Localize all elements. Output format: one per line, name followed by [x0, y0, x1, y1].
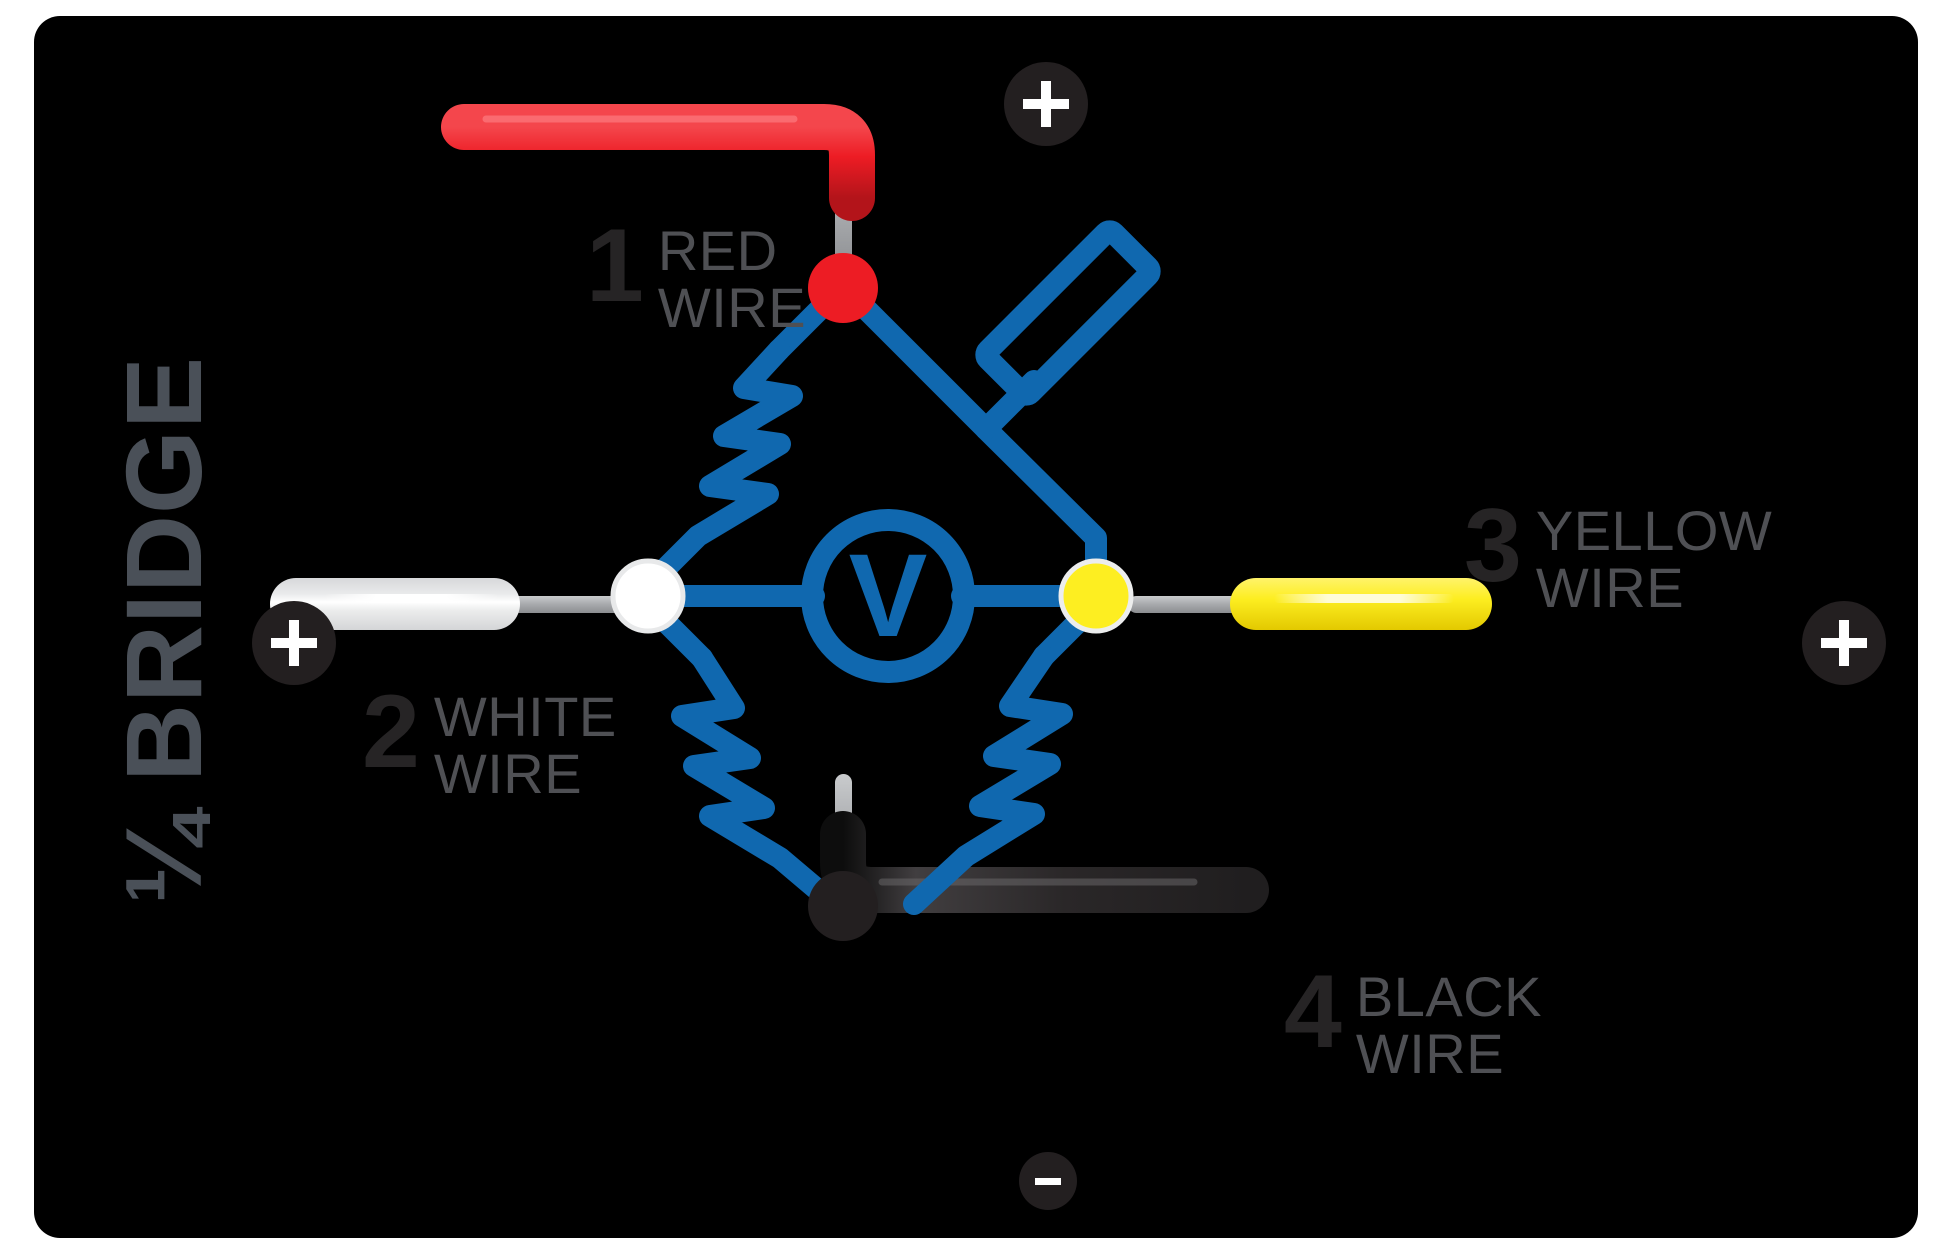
label-wire-4: 4 BLACK WIRE — [1284, 954, 1542, 1082]
label-wire-2: 2 WHITE WIRE — [362, 674, 617, 802]
terminal-positive-right[interactable] — [1802, 601, 1886, 685]
plus-icon — [271, 620, 317, 666]
resistor-bottom-right — [903, 645, 1073, 915]
white-wire-body — [270, 578, 520, 630]
bridge-schematic: V — [270, 104, 1492, 941]
plus-icon — [1023, 81, 1069, 127]
white-wire-highlight — [324, 594, 499, 603]
white-node — [610, 558, 686, 634]
label-1-line2: WIRE — [657, 276, 807, 340]
label-3-line2: WIRE — [1535, 556, 1685, 620]
red-wire-body — [441, 104, 875, 221]
yellow-node — [1058, 558, 1134, 634]
label-2-text: WHITE WIRE — [434, 688, 617, 802]
label-2-number: 2 — [362, 674, 420, 790]
yellow-wire-tip — [1128, 596, 1258, 613]
wire-black — [820, 774, 1269, 913]
black-node — [808, 871, 878, 941]
resistor-top-left — [637, 339, 803, 597]
label-1-line1: RED — [657, 219, 778, 282]
label-2-line1: WHITE — [433, 685, 617, 748]
wire-white — [270, 578, 626, 630]
minus-icon — [1035, 1178, 1061, 1185]
plus-icon — [1821, 620, 1867, 666]
label-4-number: 4 — [1284, 954, 1342, 1070]
label-wire-1: 1 RED WIRE — [586, 208, 806, 336]
voltmeter-circle — [801, 509, 975, 683]
red-node — [808, 253, 878, 323]
terminal-positive-left[interactable] — [252, 601, 336, 685]
label-3-line1: YELLOW — [1535, 499, 1773, 562]
label-wire-3: 3 YELLOW WIRE — [1464, 488, 1772, 616]
voltmeter-symbol: V — [849, 530, 928, 662]
white-wire-tip — [486, 596, 626, 613]
wire-red — [441, 104, 875, 276]
yellow-wire-highlight — [1274, 594, 1454, 603]
label-4-line2: WIRE — [1355, 1022, 1505, 1086]
terminal-positive-top[interactable] — [1004, 62, 1088, 146]
resistor-bottom-left — [671, 647, 843, 913]
label-3-text: YELLOW WIRE — [1536, 502, 1772, 616]
label-4-text: BLACK WIRE — [1356, 968, 1542, 1082]
yellow-wire-body — [1230, 578, 1492, 630]
quarter-bridge-panel: ¼ BRIDGE — [34, 16, 1918, 1238]
wire-yellow — [1128, 578, 1492, 630]
label-1-number: 1 — [586, 208, 644, 324]
label-1-text: RED WIRE — [658, 222, 806, 336]
gauge-connector — [975, 370, 1045, 440]
terminal-negative-bottom[interactable] — [1019, 1152, 1077, 1210]
label-4-line1: BLACK — [1355, 965, 1542, 1028]
strain-gauge — [975, 220, 1161, 406]
label-3-number: 3 — [1464, 488, 1522, 604]
label-2-line2: WIRE — [433, 742, 583, 806]
